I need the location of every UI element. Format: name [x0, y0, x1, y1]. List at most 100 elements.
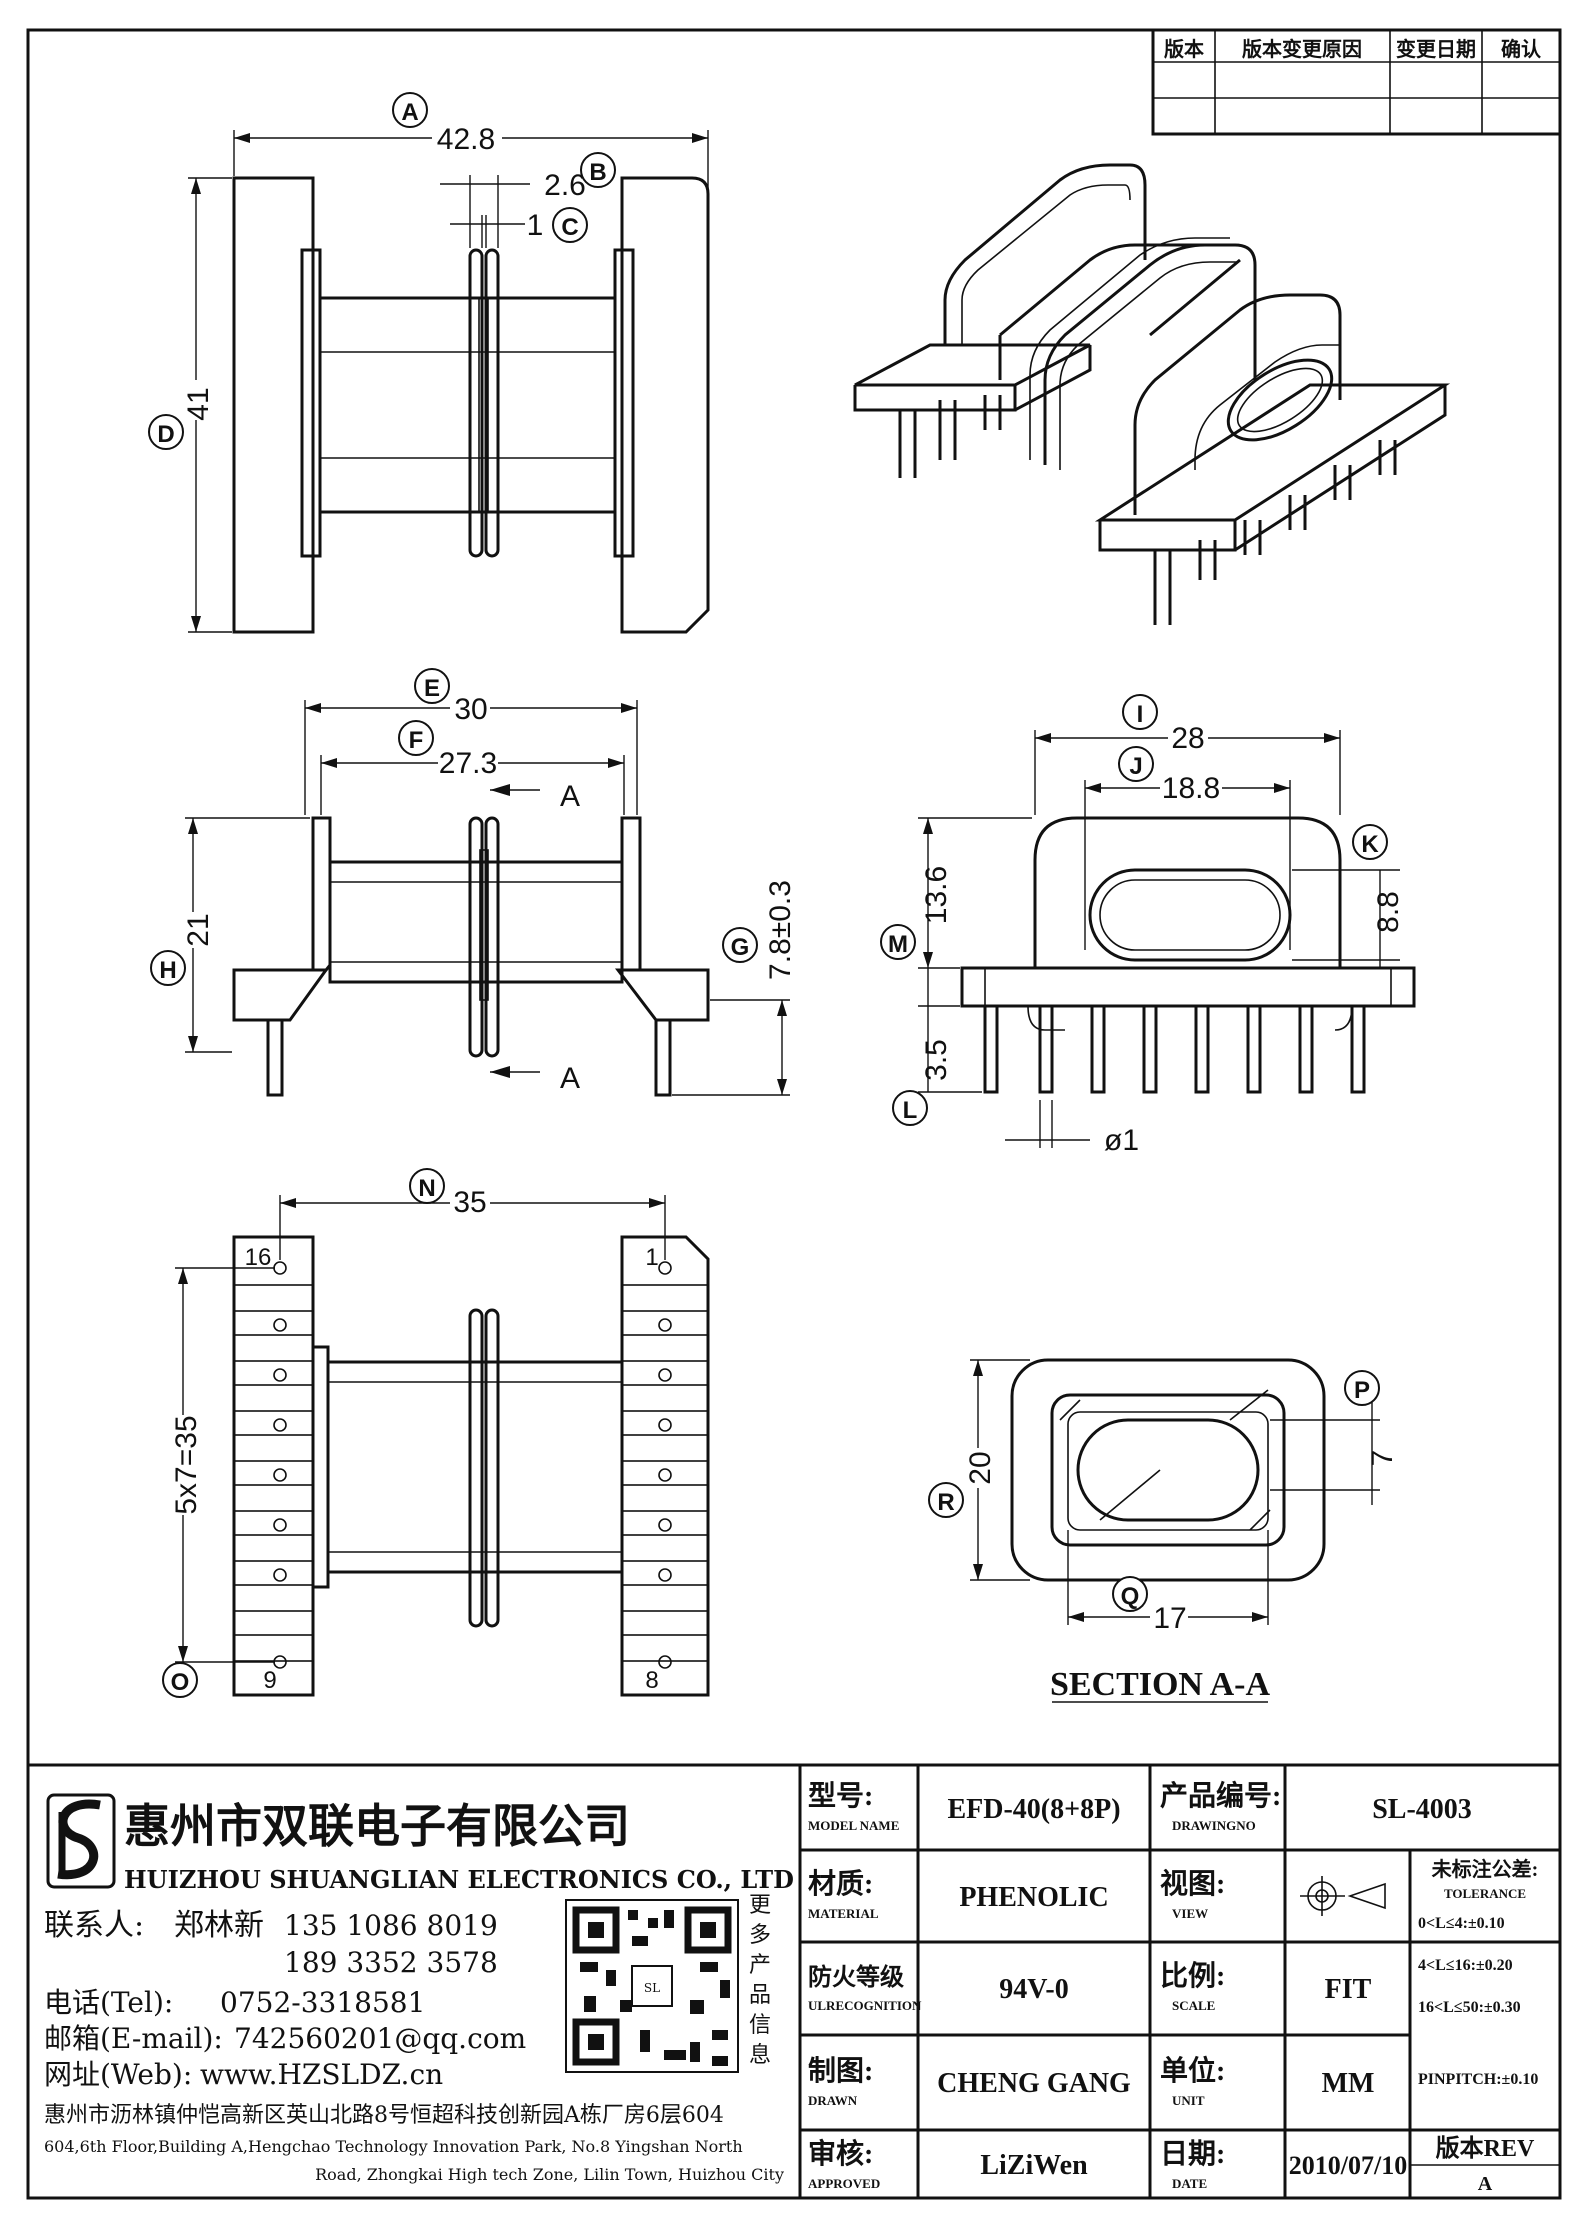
web-value: www.HZSLDZ.cn [200, 2058, 443, 2091]
section-a-a-view: 20 7 17 SECTION A-A [964, 1358, 1399, 1703]
tel-label: 电话(Tel): [44, 1986, 173, 2019]
dim-q-value: 17 [1153, 1602, 1186, 1635]
dim-b-value: 2.6 [544, 169, 586, 202]
drawn-label-en: DRAWN [808, 2093, 858, 2108]
callout-i: I [1137, 701, 1144, 728]
dim-m-value: 13.6 [920, 866, 953, 924]
tolerance-2: 4<L≤16:±0.20 [1418, 1957, 1513, 1974]
address-en-2: Road, Zhongkai High tech Zone, Lilin Tow… [315, 2165, 784, 2184]
scale-label: 比例: [1160, 1960, 1225, 1992]
material-value: PHENOLIC [959, 1882, 1108, 1913]
section-marker-top: A [560, 780, 580, 813]
date-label: 日期: [1160, 2138, 1225, 2170]
side-view: 30 27.3 A A 21 7.8±0.3 [182, 690, 797, 1097]
qr-caption-4: 品 [749, 1983, 771, 2008]
qr-caption-5: 信 [749, 2013, 771, 2038]
contact-name: 郑林新 [174, 1908, 264, 1943]
approved-value: LiZiWen [980, 2150, 1088, 2181]
material-label-en: MATERIAL [808, 1906, 879, 1921]
address-cn: 惠州市沥林镇仲恺高新区英山北路8号恒超科技创新园A栋厂房6层604 [44, 2103, 724, 2128]
dim-f-value: 27.3 [439, 747, 497, 780]
callout-a: A [401, 99, 418, 126]
bottom-view: 16 1 9 8 35 5x7=35 [170, 1185, 710, 1697]
approved-label: 审核: [808, 2137, 873, 2170]
dim-p-value: 7 [1366, 1450, 1399, 1467]
rev-header-date: 变更日期 [1396, 37, 1476, 61]
unit-value: MM [1322, 2068, 1375, 2099]
svg-text:SL: SL [644, 1981, 660, 1995]
rev-value: A [1478, 2173, 1493, 2195]
dim-o-value: 5x7=35 [170, 1415, 203, 1514]
pin-label-8: 8 [645, 1667, 658, 1694]
drawn-label: 制图: [808, 2055, 873, 2087]
drawing-no-label: 产品编号: [1160, 1779, 1281, 1812]
scale-value: FIT [1325, 1974, 1372, 2005]
qr-caption-3: 产 [749, 1953, 771, 1978]
contact-phone-2: 189 3352 3578 [284, 1946, 498, 1979]
date-value: 2010/07/10 [1289, 2151, 1407, 2180]
callout-k: K [1361, 831, 1379, 858]
fire-label: 防火等级 [808, 1963, 904, 1991]
fire-label-en: ULRECOGNITION [808, 1998, 922, 2013]
dim-n-value: 35 [453, 1186, 486, 1219]
unit-label-en: UNIT [1172, 2093, 1205, 2108]
dim-j-value: 18.8 [1162, 772, 1220, 805]
dim-k-value: 8.8 [1372, 891, 1405, 933]
dim-a-value: 42.8 [437, 123, 495, 156]
callout-h: H [159, 957, 176, 984]
view-label-en: VIEW [1172, 1906, 1208, 1921]
pin-label-16: 16 [245, 1244, 272, 1271]
tel-value: 0752-3318581 [220, 1986, 425, 2019]
contact-phone-1: 135 1086 8019 [284, 1909, 498, 1942]
dim-d-value: 41 [182, 387, 215, 420]
section-title: SECTION A-A [1050, 1666, 1271, 1703]
callouts: A B C D E F G H I J K L M N O P Q R [148, 92, 1388, 1698]
dim-r-value: 20 [964, 1451, 997, 1484]
tolerance-label: 未标注公差: [1432, 1857, 1539, 1881]
callout-q: Q [1121, 1583, 1140, 1610]
callout-e: E [424, 675, 440, 702]
company-logo-icon [46, 1793, 116, 1889]
projection-symbol-icon [1300, 1876, 1386, 1916]
tolerance-3: 16<L≤50:±0.30 [1418, 1999, 1521, 2016]
unit-label: 单位: [1160, 2054, 1225, 2087]
rev-header-version: 版本 [1164, 37, 1204, 61]
approved-label-en: APPROVED [808, 2176, 880, 2191]
rev-header-confirm: 确认 [1501, 37, 1542, 61]
callout-b: B [589, 159, 606, 186]
company-name-cn: 惠州市双联电子有限公司 [124, 1799, 630, 1853]
callout-l: L [903, 1097, 918, 1124]
email-label: 邮箱(E-mail): [44, 2022, 223, 2055]
dim-pin-dia-value: ø1 [1104, 1124, 1139, 1157]
callout-n: N [418, 1175, 435, 1202]
tolerance-label-en: TOLERANCE [1444, 1886, 1526, 1901]
callout-m: M [888, 931, 908, 958]
material-label: 材质: [808, 1868, 873, 1900]
section-marker-bottom: A [560, 1062, 580, 1095]
drawing-no-value: SL-4003 [1372, 1794, 1472, 1825]
dim-h-value: 21 [182, 913, 215, 946]
pin-label-9: 9 [263, 1667, 276, 1694]
dim-g-value: 7.8±0.3 [764, 880, 797, 980]
callout-g: G [731, 934, 750, 961]
qr-caption-1: 更 [749, 1893, 771, 1918]
company-name-en: HUIZHOU SHUANGLIAN ELECTRONICS CO., LTD [124, 1865, 794, 1894]
model-value: EFD-40(8+8P) [947, 1794, 1120, 1825]
dim-c-value: 1 [527, 209, 544, 242]
fire-value: 94V-0 [999, 1974, 1068, 2005]
revision-table: 版本 版本变更原因 变更日期 确认 [1151, 28, 1562, 136]
isometric-view [853, 163, 1451, 625]
front-view: 28 18.8 13.6 3.5 8.8 ø1 [918, 720, 1416, 1157]
callout-d: D [157, 421, 174, 448]
view-label: 视图: [1160, 1868, 1225, 1900]
tolerance-4: PINPITCH:±0.10 [1418, 2071, 1538, 2088]
dim-l-value: 3.5 [920, 1039, 953, 1081]
pin-label-1: 1 [645, 1244, 658, 1271]
callout-j: J [1129, 753, 1142, 780]
model-label: 型号: [808, 1780, 873, 1812]
tolerance-1: 0<L≤4:±0.10 [1418, 1915, 1505, 1932]
drawn-value: CHENG GANG [937, 2068, 1131, 2099]
scale-label-en: SCALE [1172, 1998, 1215, 2013]
date-label-en: DATE [1172, 2176, 1207, 2191]
